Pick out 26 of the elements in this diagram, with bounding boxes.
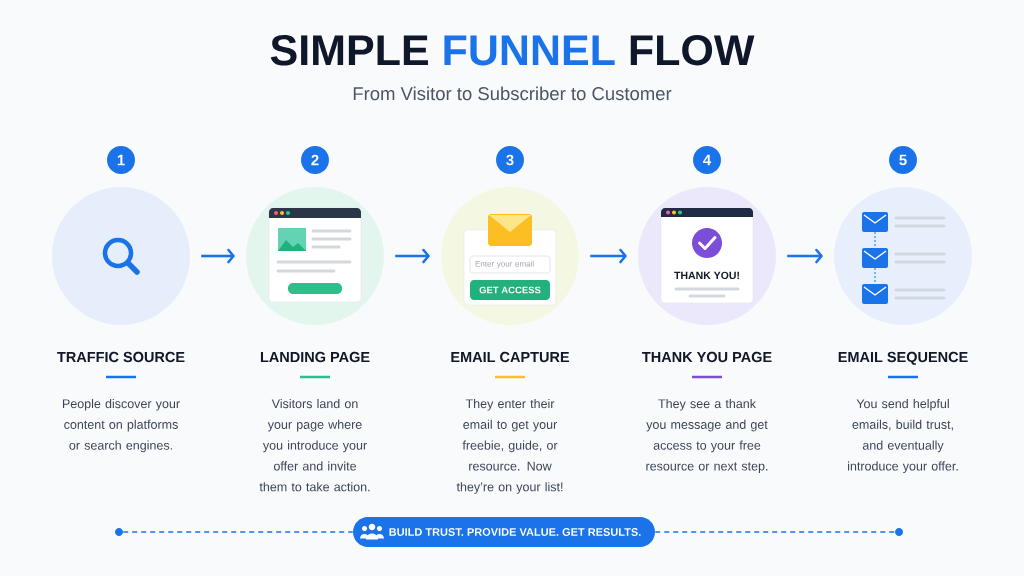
banner-pill: BUILD TRUST. PROVIDE VALUE. GET RESULTS. — [353, 517, 655, 547]
arrow — [395, 248, 430, 264]
dashed-line — [654, 531, 896, 533]
step-description: People discover your content on platforms or search engines. — [62, 398, 180, 453]
number-badge: 3 — [496, 146, 524, 174]
step-heading: TRAFFIC SOURCE — [57, 351, 185, 363]
step-heading: LANDING PAGE — [260, 351, 370, 363]
dashed-line — [122, 531, 354, 533]
number-badge: 4 — [693, 146, 721, 174]
arrow — [787, 248, 823, 264]
step-description: They see a thank you message and get access to your free resource or next step. — [646, 398, 768, 473]
input-field: Enter your email — [469, 255, 551, 274]
step-heading: THANK YOU PAGE — [642, 351, 772, 363]
number-badge: 1 — [107, 146, 135, 174]
step-heading: EMAIL CAPTURE — [451, 351, 570, 363]
step-heading: EMAIL SEQUENCE — [838, 351, 968, 365]
step-description: They enter their email to get your freebie, guide, or resource. Now they’re on your list! — [456, 398, 563, 494]
number-badge: 5 — [889, 146, 917, 174]
step-description: You send helpful emails, build trust, and eventually introduce your offer. — [848, 398, 958, 473]
title: SIMPLE FUNNEL FLOW — [270, 34, 755, 66]
subtitle: From Visitor to Subscriber to Customer — [353, 86, 672, 101]
number-badge: 2 — [301, 146, 329, 174]
access-button: GET ACCESS — [470, 280, 550, 300]
arrow — [201, 248, 235, 264]
arrow — [590, 248, 627, 264]
step-description: Visitors land on your page where you introduce your offer and invite them to take action. — [259, 398, 370, 492]
